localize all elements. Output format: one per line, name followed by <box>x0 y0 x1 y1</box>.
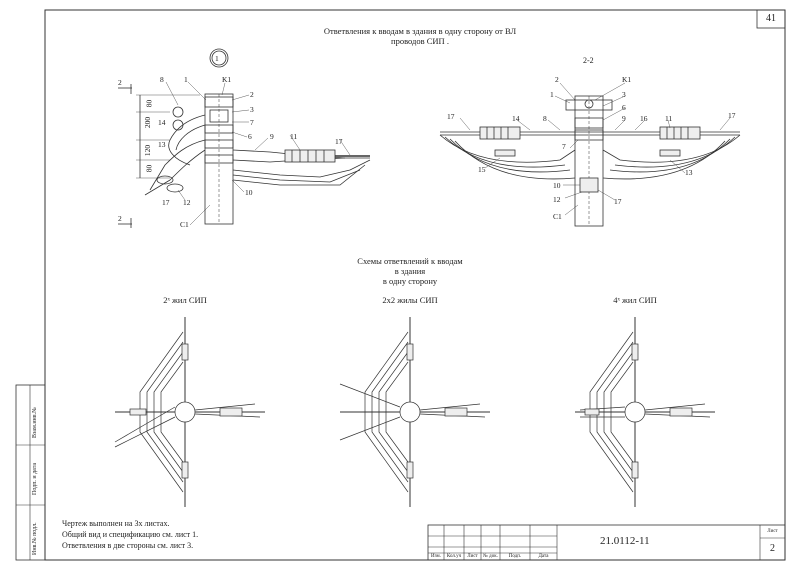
stamp-col-ndok: № док. <box>483 554 498 559</box>
view1-circle-label: 1 <box>215 54 219 63</box>
stamp-sheet-label: Лист <box>767 529 778 534</box>
view1-callout: 3 <box>250 105 254 114</box>
stamp-col-data: Дата <box>538 554 549 559</box>
stamp-col-izm: Изм. <box>431 554 441 559</box>
view1-callout: 13 <box>158 140 166 149</box>
view2-callout: 13 <box>685 168 693 177</box>
view2-callout: 2 <box>555 75 559 84</box>
view2-callout: 3 <box>622 90 626 99</box>
view1-callout: 7 <box>250 118 254 127</box>
view1-callout: 9 <box>270 132 274 141</box>
schemes-title-line3: в одну сторону <box>382 276 438 286</box>
view2-callout: 9 <box>622 114 626 123</box>
view1-dim-120: 120 <box>143 144 153 157</box>
view2-callout: 17 <box>447 112 455 121</box>
view1-callout: 2 <box>250 90 254 99</box>
sheet-number: 41 <box>766 13 776 24</box>
view1-callout: 17 <box>335 137 343 146</box>
note-1: Чертеж выполнен на 3х листах. <box>62 519 170 528</box>
view2-callout: 14 <box>512 114 520 123</box>
note-3: Ответвления в две стороны см. лист 3. <box>62 541 194 550</box>
view2-callout: 1 <box>550 90 554 99</box>
view1-callout: 6 <box>248 132 252 141</box>
sidebar-inv-podl: Инв.№ подл. <box>32 522 38 555</box>
view2-title: 2-2 <box>583 56 594 65</box>
stamp-sheet-value: 2 <box>770 543 775 554</box>
view1-section-marker-top: 2 <box>118 78 122 87</box>
stamp-col-list: Лист <box>467 554 478 559</box>
drawing-title-line1: Ответвления к вводам в здания в одну сто… <box>323 26 517 36</box>
view1-callout: 14 <box>158 118 166 127</box>
scheme-label-2: 2x2 жилы СИП <box>382 295 438 305</box>
view2-callout: 8 <box>543 114 547 123</box>
view2-callout: C1 <box>553 212 562 221</box>
view1-callout: 11 <box>290 132 298 141</box>
view2-callout: K1 <box>622 75 632 84</box>
note-2: Общий вид и спецификацию см. лист 1. <box>62 530 199 539</box>
view2-callout: 10 <box>553 181 561 190</box>
view2-callout: 7 <box>562 142 566 151</box>
view1-callout: K1 <box>222 75 232 84</box>
view2-callout: 11 <box>665 114 673 123</box>
view1-section-marker-bottom: 2 <box>118 214 122 223</box>
view1-dim-80-bottom: 80 <box>144 164 154 173</box>
schemes-title-line2: в здания <box>394 266 426 276</box>
view1-dim-200: 200 <box>143 116 153 129</box>
scheme-label-3: 4ˣ жил СИП <box>613 295 657 305</box>
drawing-title-line2: проводов СИП . <box>391 36 449 46</box>
stamp-col-kolych: Кол.уч <box>446 554 462 559</box>
view2-callout: 17 <box>728 111 736 120</box>
stamp-col-podp: Подп. <box>508 554 522 559</box>
view2-callout: 6 <box>622 103 626 112</box>
view2-callout: 15 <box>478 165 486 174</box>
view1-callout: 12 <box>183 198 191 207</box>
view1-callout: 17 <box>162 198 170 207</box>
view2-callout: 12 <box>553 195 561 204</box>
view1-callout: 10 <box>245 188 253 197</box>
view2-callout: 17 <box>614 197 622 206</box>
scheme-label-1: 2ˣ жил СИП <box>163 295 207 305</box>
view2-callout: 16 <box>640 114 648 123</box>
view1-callout: C1 <box>180 220 189 229</box>
view1-callout: 1 <box>184 75 188 84</box>
schemes-title-line1: Схемы ответвлений к вводам <box>357 256 463 266</box>
sidebar-vzam-inv: Взам.инв.№ <box>32 407 38 438</box>
view1-callout: 8 <box>160 75 164 84</box>
document-code: 21.0112-11 <box>600 535 650 547</box>
sidebar-podp-data: Подп. и дата <box>32 462 38 495</box>
view1-dim-80-top: 80 <box>144 99 154 108</box>
